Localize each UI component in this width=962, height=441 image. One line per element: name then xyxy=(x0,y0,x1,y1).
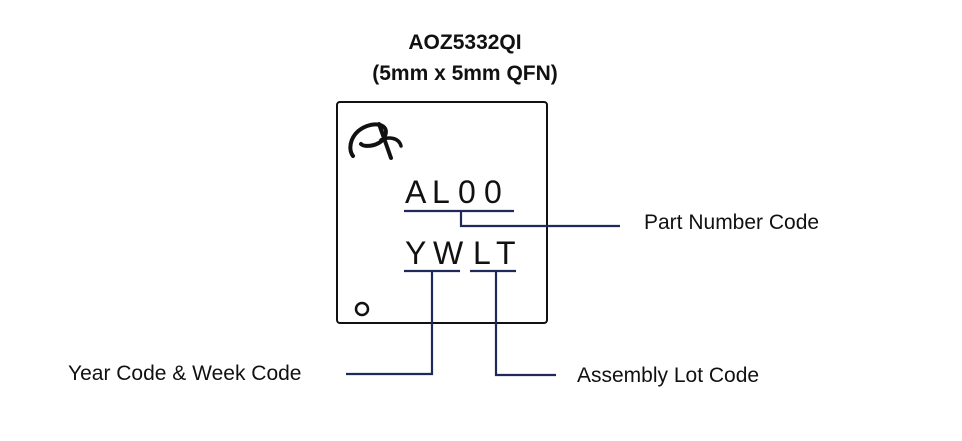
marking-char: L xyxy=(432,174,450,210)
qfn-package-outline xyxy=(336,101,548,324)
year-week-label: Year Code & Week Code xyxy=(68,362,302,385)
marking-char: 0 xyxy=(458,174,476,210)
aos-logo-icon xyxy=(348,122,403,160)
marking-char: W xyxy=(433,235,464,271)
pin1-dot-icon xyxy=(354,301,370,317)
assembly-lot-label: Assembly Lot Code xyxy=(577,364,760,387)
marking-char: 0 xyxy=(484,174,502,210)
marking-char: Y xyxy=(405,235,427,271)
assembly-lot-leader xyxy=(494,271,556,377)
part-number-label: Part Number Code xyxy=(644,211,820,234)
package-subtitle: (5mm x 5mm QFN) xyxy=(372,62,558,85)
year-week-leader xyxy=(346,271,434,376)
marking-char: A xyxy=(405,174,427,210)
part-title: AOZ5332QI xyxy=(408,31,522,54)
part-number-leader xyxy=(459,211,620,228)
marking-char: L xyxy=(473,235,491,271)
marking-char: T xyxy=(496,235,516,271)
